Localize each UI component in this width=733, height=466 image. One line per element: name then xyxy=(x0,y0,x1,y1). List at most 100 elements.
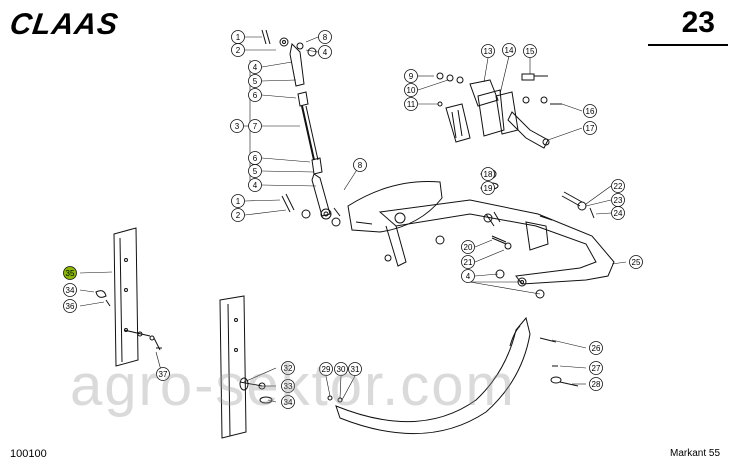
callout-c3: 3 xyxy=(230,119,244,133)
callout-circle xyxy=(589,361,603,375)
callout-circle xyxy=(404,83,418,97)
hardware-18-24 xyxy=(485,169,595,250)
callout-c8b: 8 xyxy=(353,158,367,172)
callout-circle xyxy=(481,167,495,181)
callout-c8a: 8 xyxy=(318,30,332,44)
callout-label: 13 xyxy=(484,47,493,56)
callout-label: 16 xyxy=(586,107,595,116)
callout-label: 31 xyxy=(351,365,360,374)
callout-c2b: 2 xyxy=(231,208,245,222)
model-name: Markant 55 xyxy=(670,448,721,459)
callout-label: 33 xyxy=(284,382,293,391)
callout-circle xyxy=(281,379,295,393)
callout-c16: 16 xyxy=(583,104,597,118)
callout-label: 1 xyxy=(236,197,241,206)
callout-c2a: 2 xyxy=(231,43,245,57)
callout-circle xyxy=(523,44,537,58)
callout-circle xyxy=(502,43,516,57)
callout-label: 11 xyxy=(407,100,416,109)
callout-circle xyxy=(231,194,245,208)
callout-circle xyxy=(318,30,332,44)
callout-c31: 31 xyxy=(348,362,362,376)
callout-label: 30 xyxy=(337,365,346,374)
callout-label: 21 xyxy=(464,258,473,267)
callout-label: 4 xyxy=(253,63,258,72)
guard-plate xyxy=(347,181,443,233)
callout-label: 4 xyxy=(323,48,328,57)
callout-label: 17 xyxy=(586,124,595,133)
callout-label: 14 xyxy=(505,46,514,55)
callout-c32: 32 xyxy=(281,361,295,375)
callout-c37: 37 xyxy=(156,367,170,381)
callout-circle xyxy=(589,341,603,355)
callout-c23: 23 xyxy=(611,193,625,207)
shoe-assembly xyxy=(436,72,562,149)
callout-circle xyxy=(583,104,597,118)
callout-circle xyxy=(156,367,170,381)
callout-label: 8 xyxy=(323,33,328,42)
callout-label: 2 xyxy=(236,46,241,55)
callout-circle xyxy=(248,88,262,102)
callout-label: 10 xyxy=(407,86,416,95)
callout-c27: 27 xyxy=(589,361,603,375)
callout-c6a: 6 xyxy=(248,88,262,102)
callout-label: 29 xyxy=(322,365,331,374)
callout-label: 6 xyxy=(253,91,258,100)
callout-label: 7 xyxy=(253,122,258,131)
callout-circle xyxy=(63,266,77,280)
callout-label: 22 xyxy=(614,182,623,191)
callout-c4d: 4 xyxy=(461,269,475,283)
callout-c17: 17 xyxy=(583,121,597,135)
callout-c9: 9 xyxy=(404,69,418,83)
callout-label: 4 xyxy=(253,181,258,190)
callout-c10: 10 xyxy=(404,83,418,97)
callout-circle xyxy=(353,158,367,172)
callout-circle xyxy=(461,269,475,283)
main-frame xyxy=(378,199,615,299)
upper-linkage xyxy=(261,29,341,227)
callout-c22: 22 xyxy=(611,179,625,193)
callout-circle xyxy=(230,119,244,133)
callout-c34a: 34 xyxy=(63,283,77,297)
page-number: 23 xyxy=(681,6,715,39)
callout-label: 26 xyxy=(592,344,601,353)
callout-label: 6 xyxy=(253,154,258,163)
callout-label: 5 xyxy=(253,77,258,86)
callout-c4a: 4 xyxy=(248,60,262,74)
left-bracket xyxy=(95,227,162,367)
callout-circle xyxy=(248,178,262,192)
callout-circle xyxy=(319,362,333,376)
callout-label: 34 xyxy=(66,286,75,295)
callout-c15: 15 xyxy=(523,44,537,58)
callout-circle xyxy=(63,299,77,313)
callout-circle xyxy=(248,119,262,133)
callout-label: 15 xyxy=(526,47,535,56)
callout-label: 20 xyxy=(464,243,473,252)
callout-label: 2 xyxy=(236,211,241,220)
callout-c4c: 4 xyxy=(248,178,262,192)
callout-c29: 29 xyxy=(319,362,333,376)
callout-c19: 19 xyxy=(481,181,495,195)
callout-c5b: 5 xyxy=(248,164,262,178)
callout-label: 25 xyxy=(632,258,641,267)
callout-label: 28 xyxy=(592,380,601,389)
callout-label: 5 xyxy=(253,167,258,176)
callout-c20: 20 xyxy=(461,240,475,254)
callout-circle xyxy=(589,377,603,391)
callout-circle xyxy=(461,240,475,254)
callout-c7: 7 xyxy=(248,119,262,133)
callout-label: 37 xyxy=(159,370,168,379)
callout-label: 23 xyxy=(614,196,623,205)
callout-circle xyxy=(583,121,597,135)
callout-circle xyxy=(318,45,332,59)
callout-label: 24 xyxy=(614,209,623,218)
callout-c6b: 6 xyxy=(248,151,262,165)
callout-circle xyxy=(231,208,245,222)
callout-circle xyxy=(348,362,362,376)
skid-runner xyxy=(327,316,579,435)
callout-c21: 21 xyxy=(461,255,475,269)
callout-c28: 28 xyxy=(589,377,603,391)
